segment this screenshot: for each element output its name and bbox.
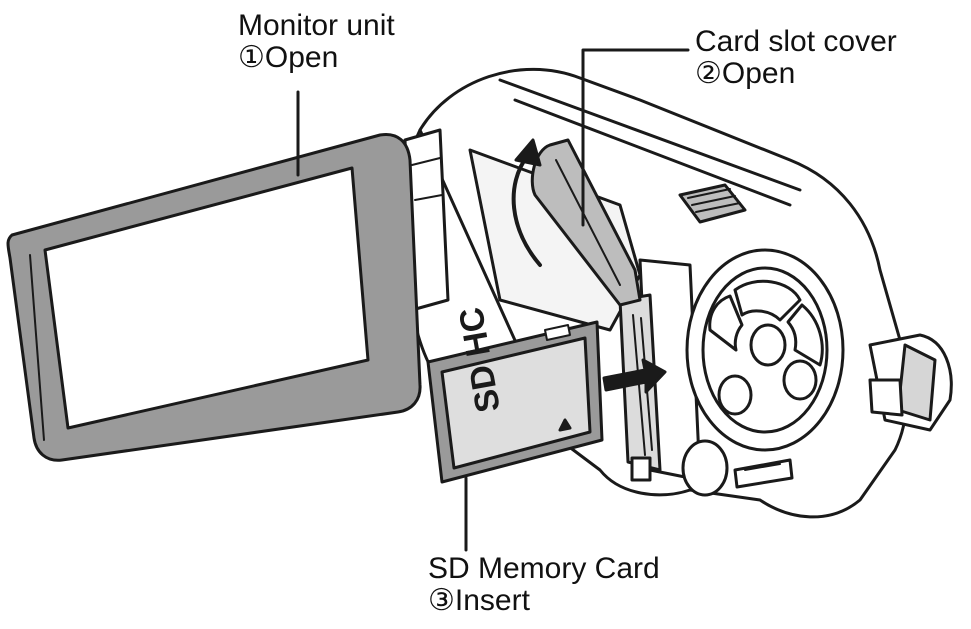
card-slot-cover-name: Card slot cover: [695, 25, 897, 58]
card-slot-cover-step: ②Open: [695, 57, 796, 90]
sd-card-step: ③Insert: [428, 584, 530, 617]
hand-strap: [868, 333, 953, 432]
monitor-unit-step: ①Open: [238, 41, 339, 74]
monitor-unit: [6, 132, 422, 462]
leader-cover: [581, 48, 690, 227]
monitor-unit-name: Monitor unit: [238, 9, 395, 42]
card-slot-cover: [530, 138, 642, 307]
sd-card-name: SD Memory Card: [428, 552, 660, 585]
sd-memory-card: [426, 320, 604, 484]
leader-lines: [296, 48, 690, 552]
monitor-screen: [43, 166, 370, 430]
card-slot-cover-label: Card slot cover ②Open: [695, 26, 897, 90]
insert-arrow: [602, 358, 667, 394]
open-arrow: [511, 138, 542, 267]
monitor-unit-label: Monitor unit ①Open: [238, 10, 395, 74]
control-dial: [630, 183, 845, 497]
sd-card-label: SD Memory Card ③Insert: [428, 553, 660, 617]
